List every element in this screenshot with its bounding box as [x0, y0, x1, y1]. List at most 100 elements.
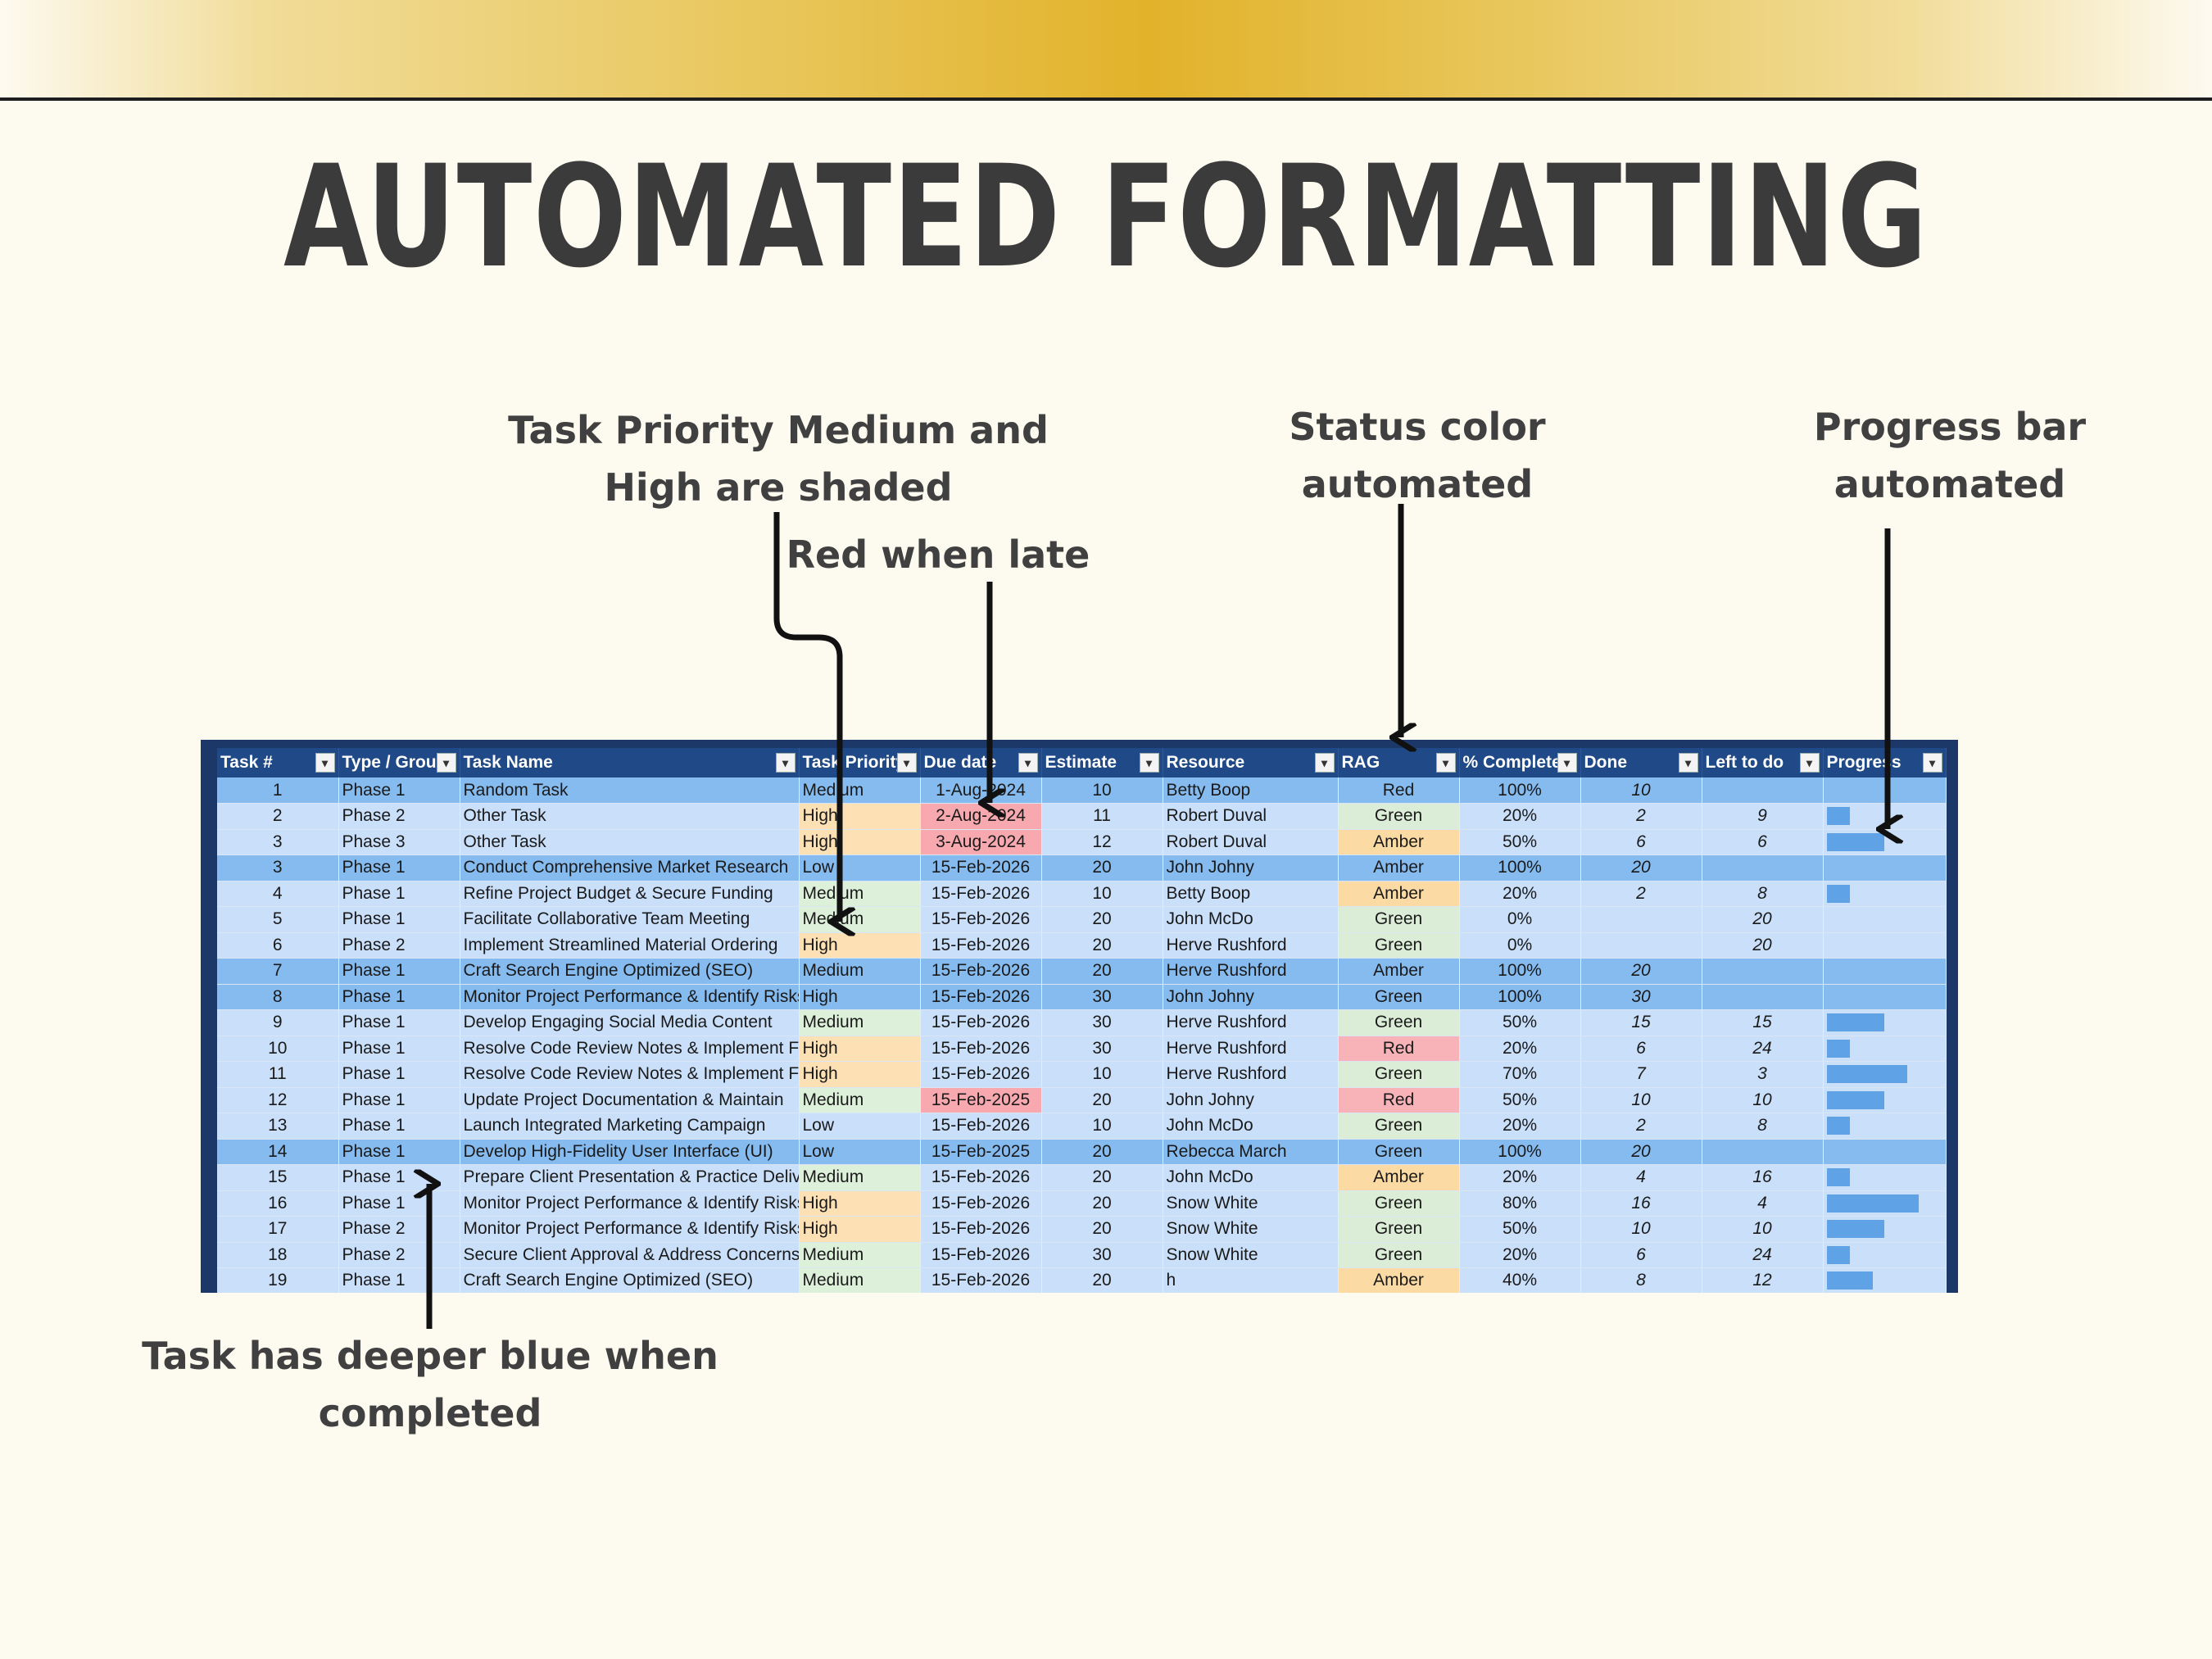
cell-rag-status[interactable]: Amber — [1338, 1267, 1460, 1293]
cell-priority[interactable]: High — [799, 932, 921, 959]
cell-type-group[interactable]: Phase 3 — [338, 829, 460, 855]
cell-type-group[interactable]: Phase 2 — [338, 1216, 460, 1243]
cell-percent-complete[interactable]: 50% — [1459, 1087, 1581, 1113]
dropdown-filter-icon[interactable]: ▾ — [1018, 753, 1038, 773]
cell-done[interactable]: 2 — [1580, 1113, 1702, 1140]
cell-task-number[interactable]: 6 — [217, 932, 339, 959]
column-header[interactable]: Progress▾ — [1823, 748, 1947, 777]
cell-done[interactable] — [1580, 906, 1702, 933]
cell-type-group[interactable]: Phase 1 — [338, 984, 460, 1010]
cell-priority[interactable]: High — [799, 803, 921, 830]
cell-task-name[interactable]: Update Project Documentation & Maintain — [460, 1087, 800, 1113]
cell-resource[interactable]: Herve Rushford — [1163, 958, 1339, 985]
cell-progress[interactable] — [1823, 854, 1947, 882]
cell-task-name[interactable]: Monitor Project Performance & Identify R… — [460, 984, 800, 1010]
cell-task-number[interactable]: 8 — [217, 984, 339, 1010]
cell-resource[interactable]: Betty Boop — [1163, 777, 1339, 804]
cell-task-number[interactable]: 9 — [217, 1009, 339, 1036]
cell-due-date[interactable]: 15-Feb-2026 — [920, 1190, 1042, 1217]
dropdown-filter-icon[interactable]: ▾ — [1557, 753, 1577, 773]
cell-progress[interactable] — [1823, 984, 1947, 1010]
cell-priority[interactable]: High — [799, 829, 921, 855]
column-header[interactable]: Task Priority▾ — [799, 748, 921, 777]
cell-resource[interactable]: Rebecca March — [1163, 1139, 1339, 1165]
cell-done[interactable]: 6 — [1580, 829, 1702, 855]
cell-left-to-do[interactable]: 20 — [1702, 932, 1824, 959]
cell-estimate[interactable]: 20 — [1041, 958, 1163, 985]
cell-type-group[interactable]: Phase 1 — [338, 1113, 460, 1140]
cell-left-to-do[interactable] — [1702, 1139, 1824, 1165]
cell-percent-complete[interactable]: 0% — [1459, 906, 1581, 933]
cell-type-group[interactable]: Phase 1 — [338, 1267, 460, 1293]
cell-task-name[interactable]: Conduct Comprehensive Market Research — [460, 854, 800, 882]
cell-due-date[interactable]: 15-Feb-2026 — [920, 881, 1042, 907]
cell-rag-status[interactable]: Amber — [1338, 958, 1460, 985]
dropdown-filter-icon[interactable]: ▾ — [1314, 753, 1335, 773]
cell-left-to-do[interactable]: 4 — [1702, 1190, 1824, 1217]
cell-rag-status[interactable]: Green — [1338, 803, 1460, 830]
cell-progress[interactable] — [1823, 1139, 1947, 1165]
cell-resource[interactable]: John Johny — [1163, 854, 1339, 882]
cell-priority[interactable]: Low — [799, 1139, 921, 1165]
cell-estimate[interactable]: 20 — [1041, 1216, 1163, 1243]
cell-progress[interactable] — [1823, 1036, 1947, 1062]
cell-done[interactable]: 2 — [1580, 803, 1702, 830]
cell-task-name[interactable]: Monitor Project Performance & Identify R… — [460, 1190, 800, 1217]
cell-rag-status[interactable]: Red — [1338, 1036, 1460, 1062]
cell-type-group[interactable]: Phase 1 — [338, 1061, 460, 1088]
cell-type-group[interactable]: Phase 1 — [338, 1036, 460, 1062]
cell-percent-complete[interactable]: 100% — [1459, 984, 1581, 1010]
dropdown-filter-icon[interactable]: ▾ — [896, 753, 917, 773]
cell-type-group[interactable]: Phase 1 — [338, 1164, 460, 1191]
column-header[interactable]: Estimate▾ — [1041, 748, 1163, 777]
cell-due-date[interactable]: 3-Aug-2024 — [920, 829, 1042, 855]
dropdown-filter-icon[interactable]: ▾ — [1799, 753, 1820, 773]
cell-due-date[interactable]: 15-Feb-2026 — [920, 1113, 1042, 1140]
cell-type-group[interactable]: Phase 1 — [338, 958, 460, 985]
column-header[interactable]: Task Name▾ — [460, 748, 800, 777]
cell-percent-complete[interactable]: 80% — [1459, 1190, 1581, 1217]
cell-done[interactable]: 8 — [1580, 1267, 1702, 1293]
cell-progress[interactable] — [1823, 906, 1947, 933]
cell-task-number[interactable]: 11 — [217, 1061, 339, 1088]
cell-priority[interactable]: Low — [799, 1113, 921, 1140]
cell-percent-complete[interactable]: 20% — [1459, 803, 1581, 830]
cell-task-number[interactable]: 10 — [217, 1036, 339, 1062]
cell-estimate[interactable]: 20 — [1041, 854, 1163, 882]
cell-estimate[interactable]: 30 — [1041, 1036, 1163, 1062]
cell-task-number[interactable]: 14 — [217, 1139, 339, 1165]
dropdown-filter-icon[interactable]: ▾ — [1435, 753, 1456, 773]
cell-progress[interactable] — [1823, 1242, 1947, 1268]
cell-task-name[interactable]: Prepare Client Presentation & Practice D… — [460, 1164, 800, 1191]
cell-percent-complete[interactable]: 50% — [1459, 1009, 1581, 1036]
cell-task-name[interactable]: Other Task — [460, 829, 800, 855]
cell-percent-complete[interactable]: 50% — [1459, 1216, 1581, 1243]
cell-due-date[interactable]: 15-Feb-2025 — [920, 1139, 1042, 1165]
cell-left-to-do[interactable] — [1702, 854, 1824, 882]
column-header[interactable]: Done▾ — [1580, 748, 1702, 777]
cell-priority[interactable]: High — [799, 984, 921, 1010]
cell-resource[interactable]: Herve Rushford — [1163, 1061, 1339, 1088]
cell-task-name[interactable]: Refine Project Budget & Secure Funding — [460, 881, 800, 907]
cell-resource[interactable]: Snow White — [1163, 1216, 1339, 1243]
cell-resource[interactable]: Robert Duval — [1163, 803, 1339, 830]
cell-left-to-do[interactable]: 16 — [1702, 1164, 1824, 1191]
cell-task-name[interactable]: Develop High-Fidelity User Interface (UI… — [460, 1139, 800, 1165]
cell-rag-status[interactable]: Amber — [1338, 854, 1460, 882]
cell-percent-complete[interactable]: 70% — [1459, 1061, 1581, 1088]
cell-task-name[interactable]: Random Task — [460, 777, 800, 804]
cell-done[interactable]: 16 — [1580, 1190, 1702, 1217]
cell-left-to-do[interactable]: 8 — [1702, 1113, 1824, 1140]
cell-left-to-do[interactable]: 10 — [1702, 1216, 1824, 1243]
cell-progress[interactable] — [1823, 1009, 1947, 1036]
cell-resource[interactable]: Betty Boop — [1163, 881, 1339, 907]
cell-type-group[interactable]: Phase 2 — [338, 932, 460, 959]
